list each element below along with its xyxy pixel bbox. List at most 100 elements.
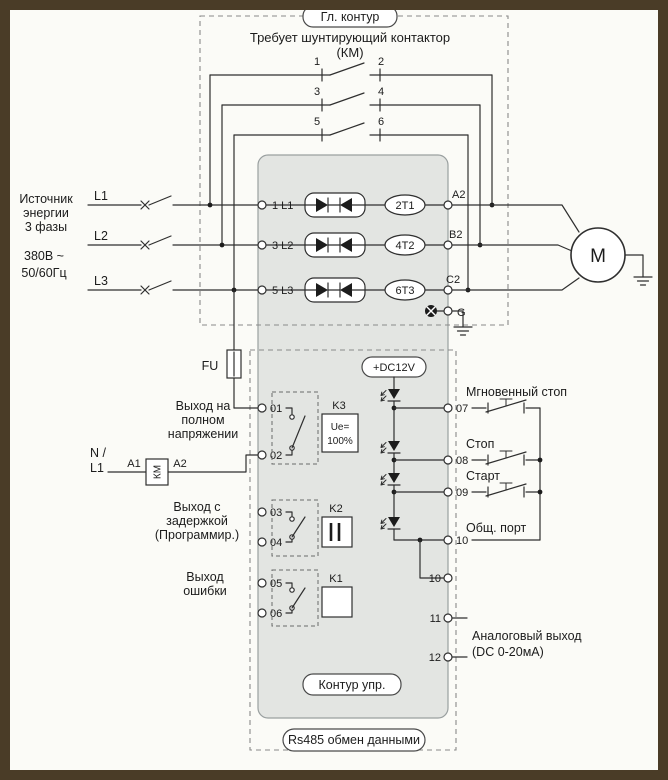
output-terminal-label-6t3: 6T3 xyxy=(396,285,415,297)
relay-contact-03-04 xyxy=(271,499,319,557)
ground-terminal-label: G xyxy=(457,307,466,319)
terminal-11 xyxy=(443,613,453,623)
km-n-label: N / xyxy=(90,446,107,460)
delayed-label-2: задержкой xyxy=(166,514,228,528)
terminal-12 xyxy=(443,652,453,662)
terminal-3l2 xyxy=(257,240,267,250)
contact-number-2: 2 xyxy=(378,56,384,68)
digital-inputs: +DC12V 07 08 09 10 Мгновенный стоп Стоп … xyxy=(361,356,567,547)
terminal-02 xyxy=(257,450,267,460)
thyristor-row-3: 5 L3 6T3 C2 xyxy=(257,274,460,303)
rs485-pill xyxy=(282,728,426,752)
terminal-1l1 xyxy=(257,200,267,210)
relay-outputs: Выход на полном напряжении Выход с задер… xyxy=(90,391,359,627)
terminal-label-07: 07 xyxy=(456,403,468,415)
phase-label-l2: L2 xyxy=(94,229,108,243)
fuse-label: FU xyxy=(202,359,219,373)
output-point-b2: B2 xyxy=(449,229,462,241)
terminal-5l3 xyxy=(257,285,267,295)
bypass-contact-pole-1: 1 2 xyxy=(209,56,495,208)
input-label-stop: Стоп xyxy=(466,437,494,451)
pushbutton-instant-stop xyxy=(471,398,541,414)
control-circuit-box xyxy=(249,349,457,751)
bypass-contactor: Требует шунтирующий контактор (КМ) 1 2 3… xyxy=(209,30,495,293)
output-terminal-label-2t1: 2T1 xyxy=(396,200,415,212)
analog-label-1: Аналоговый выход xyxy=(472,629,582,643)
relay-k2: K2 xyxy=(321,503,353,548)
terminal-10 xyxy=(443,535,453,545)
pushbutton-stop xyxy=(471,450,541,466)
source-name-line1: Источник xyxy=(19,192,73,206)
fuse: FU xyxy=(202,289,259,409)
error-label-2: ошибки xyxy=(183,584,227,598)
input-label-common: Общ. порт xyxy=(466,521,527,535)
terminal-label-08: 08 xyxy=(456,455,468,467)
breaker-icon xyxy=(140,195,172,210)
km-a1-label: A1 xyxy=(127,458,140,470)
pe-terminal: G xyxy=(425,305,473,336)
source-name-line3: 3 фазы xyxy=(25,220,67,234)
thyristor-row-1: 1 L1 2T1 A2 xyxy=(257,189,465,218)
source-voltage-line2: 50/60Гц xyxy=(21,266,66,280)
relay-k3-pct: 100% xyxy=(327,436,353,447)
motor-label: M xyxy=(590,246,606,267)
motor: M xyxy=(451,204,653,291)
terminal-label-03: 03 xyxy=(270,507,282,519)
full-voltage-label-2: полном xyxy=(181,413,224,427)
km-l1-label: L1 xyxy=(90,461,104,475)
input-label-start: Старт xyxy=(466,469,500,483)
input-terminal-label-1l1: 1 L1 xyxy=(272,200,293,212)
analog-output: 10 11 12 Аналоговый выход (DC 0-20мА) xyxy=(417,537,582,664)
thyristor-rows: 1 L1 2T1 A2 3 L2 4T2 B2 xyxy=(257,189,465,303)
terminal-c2 xyxy=(443,285,453,295)
dc12v-label: +DC12V xyxy=(373,362,416,374)
terminal-label-09: 09 xyxy=(456,487,468,499)
phase-line-l2: L2 xyxy=(87,229,259,250)
power-source: Источник энергии 3 фазы 380В ~ 50/60Гц L… xyxy=(19,189,259,295)
km-coil-label: КМ xyxy=(153,465,164,479)
ground-icon xyxy=(453,326,473,336)
terminal-09 xyxy=(443,487,453,497)
phase-label-l3: L3 xyxy=(94,274,108,288)
relay-k1-label: K1 xyxy=(329,573,342,585)
contact-number-3: 3 xyxy=(314,86,320,98)
thyristor-row-2: 3 L2 4T2 B2 xyxy=(257,229,462,258)
relay-k3-box xyxy=(321,413,359,453)
phase-label-l1: L1 xyxy=(94,189,108,203)
terminal-10b xyxy=(443,573,453,583)
terminal-label-02: 02 xyxy=(270,450,282,462)
terminal-05 xyxy=(257,578,267,588)
motor-circle xyxy=(570,227,626,283)
phase-line-l1: L1 xyxy=(87,189,259,210)
terminal-label-01: 01 xyxy=(270,403,282,415)
pushbutton-start xyxy=(471,482,541,498)
input-terminal-label-5l3: 5 L3 xyxy=(272,285,293,297)
input-label-instant-stop: Мгновенный стоп xyxy=(466,385,567,399)
control-circuit-pill xyxy=(302,673,402,696)
contact-number-5: 5 xyxy=(314,116,320,128)
km-coil-circuit: N / L1 A1 КМ A2 xyxy=(90,446,259,486)
km-a2-label: A2 xyxy=(173,458,186,470)
output-terminal-label-4t2: 4T2 xyxy=(396,240,415,252)
relay-k2-label: K2 xyxy=(329,503,342,515)
terminal-label-12: 12 xyxy=(429,652,441,664)
contact-number-4: 4 xyxy=(378,86,384,98)
analog-label-2: (DC 0-20мА) xyxy=(472,645,544,659)
input-terminal-label-3l2: 3 L2 xyxy=(272,240,293,252)
terminal-a2 xyxy=(443,200,453,210)
relay-k3-label: K3 xyxy=(332,400,345,412)
bypass-contact-pole-3: 5 6 xyxy=(233,116,471,293)
full-voltage-label-3: напряжении xyxy=(168,427,238,441)
terminal-04 xyxy=(257,537,267,547)
phase-line-l3: L3 xyxy=(87,274,259,295)
relay-contact-05-06 xyxy=(271,569,319,627)
output-point-a2: A2 xyxy=(452,189,465,201)
control-circuit-label: Контур упр. xyxy=(319,678,386,692)
contact-number-6: 6 xyxy=(378,116,384,128)
bypass-note-line1: Требует шунтирующий контактор xyxy=(250,30,450,45)
relay-k3-ue: Ue= xyxy=(331,422,350,433)
source-voltage-line1: 380В ~ xyxy=(24,249,64,263)
terminal-label-06: 06 xyxy=(270,608,282,620)
terminal-03 xyxy=(257,507,267,517)
